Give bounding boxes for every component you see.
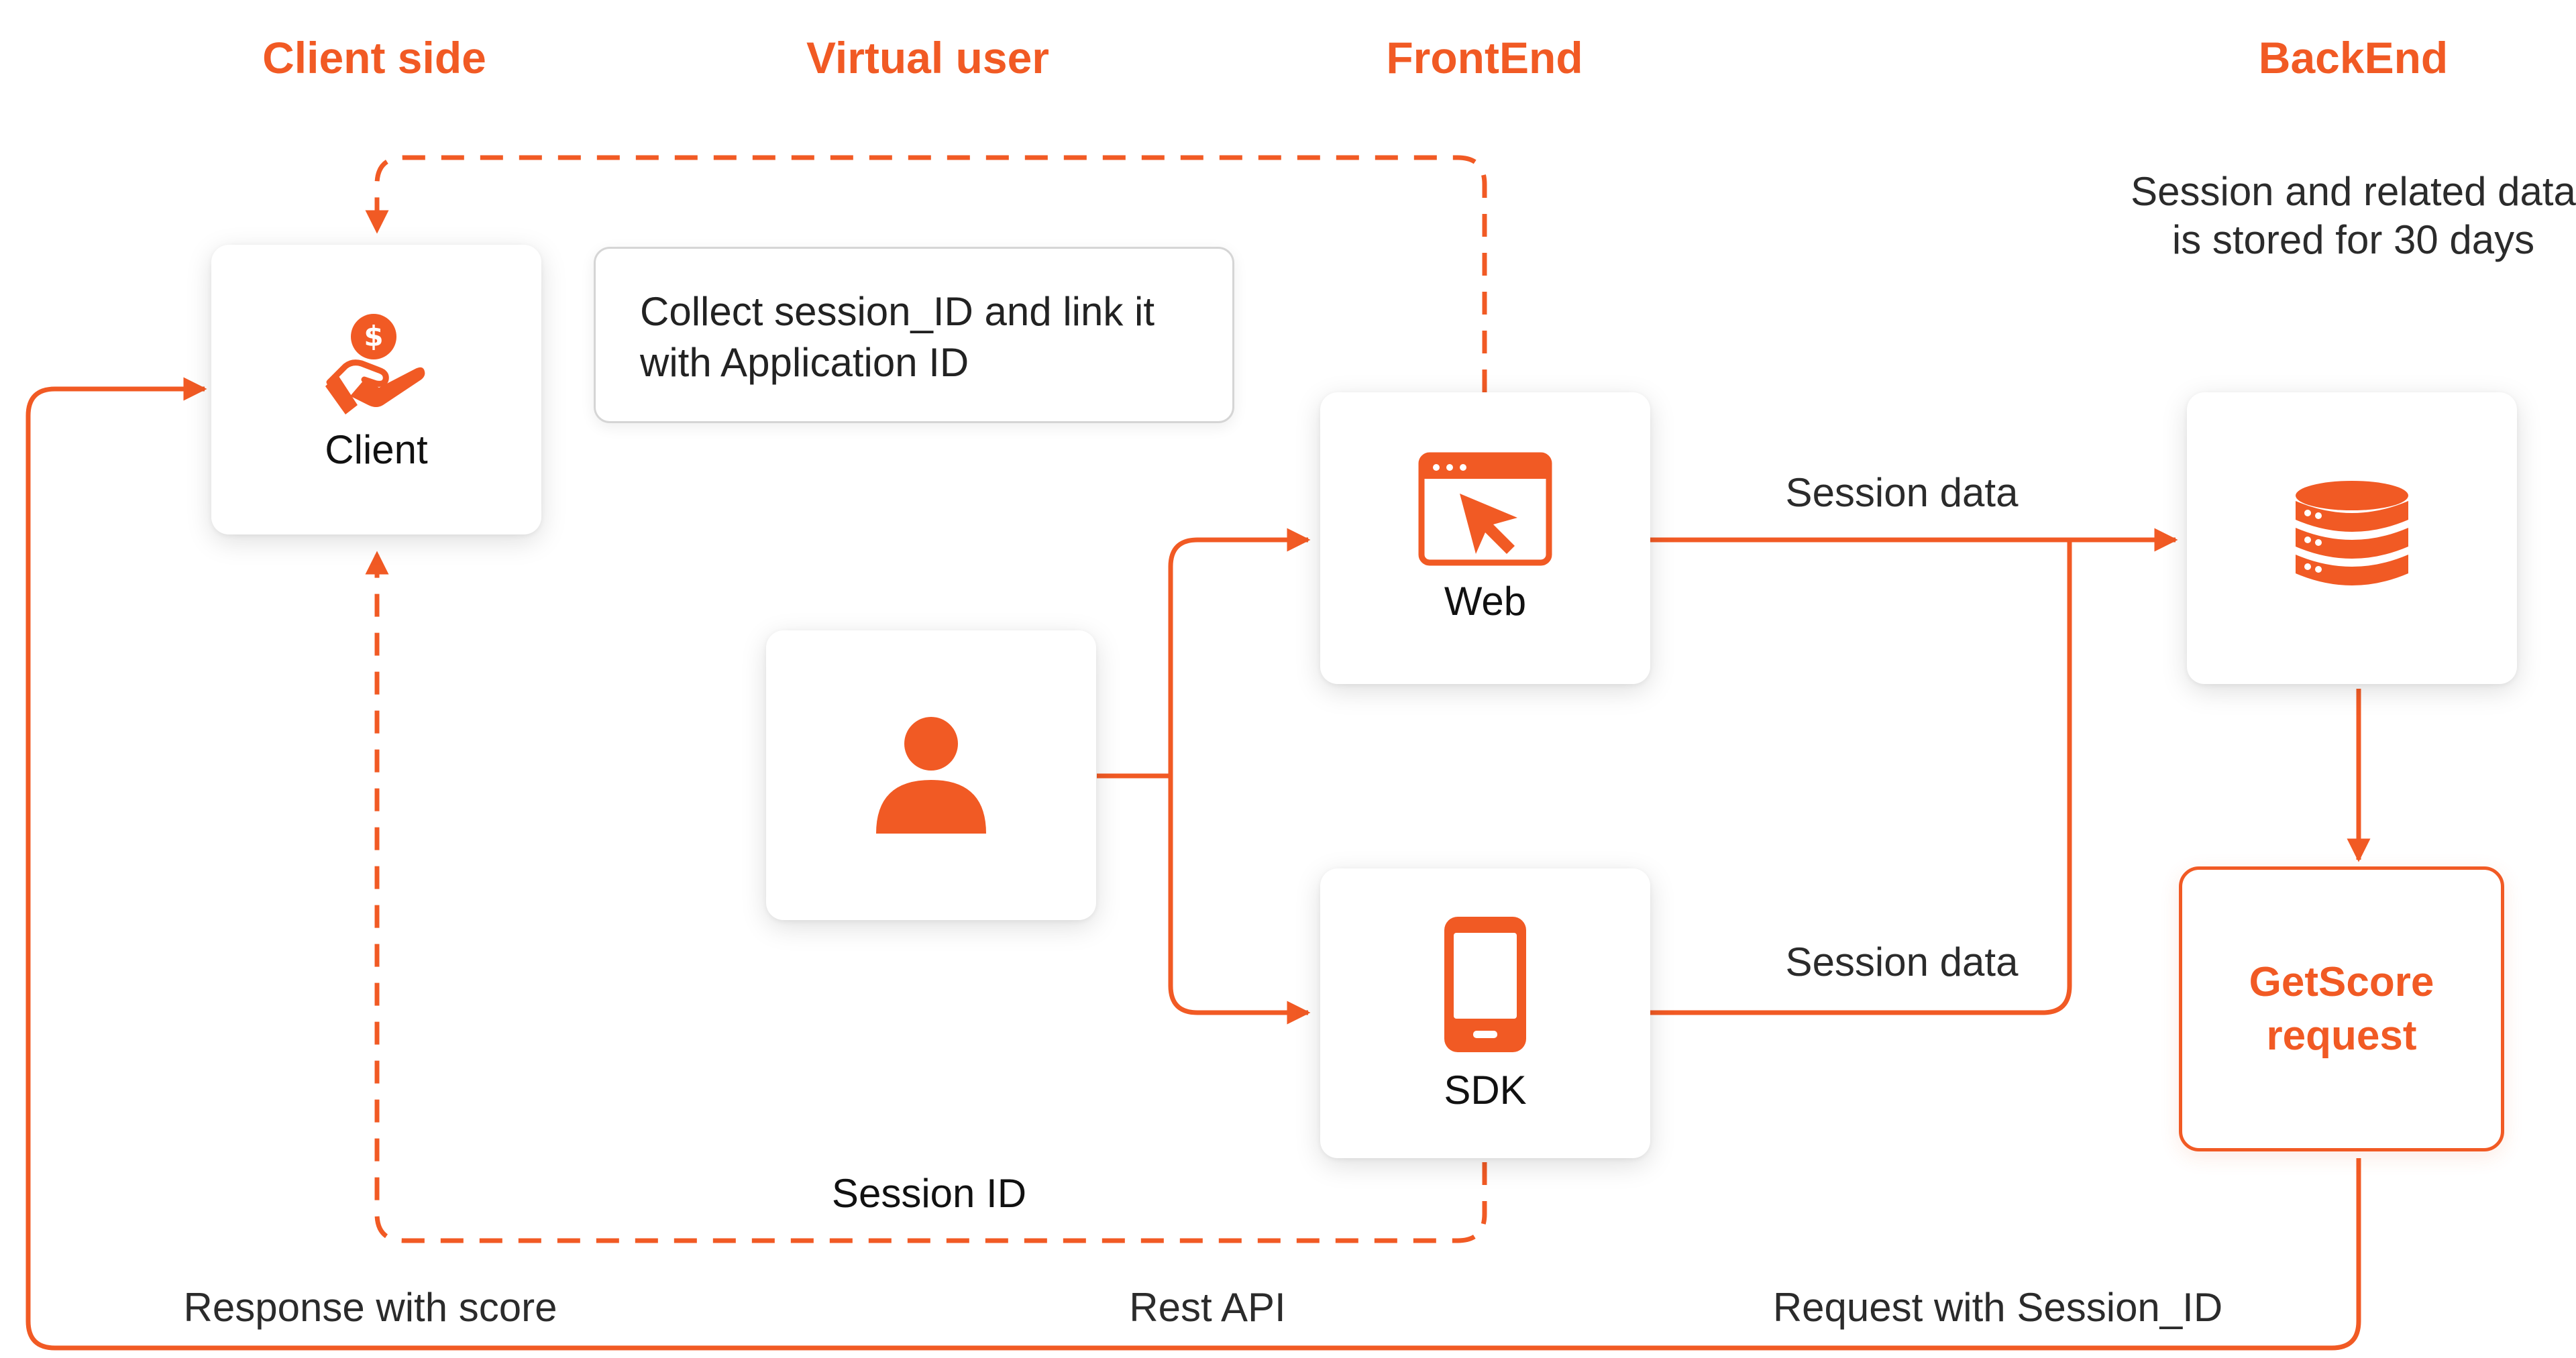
hand-coin-icon: $ <box>325 313 425 414</box>
browser-cursor-icon <box>1418 452 1552 566</box>
backend-note-line-1: Session and related data <box>2131 169 2576 214</box>
database-icon <box>2296 480 2408 585</box>
dashed-arrow-web-to-client <box>365 155 1487 392</box>
edge-label-session-id: Session ID <box>831 1171 1027 1216</box>
dashed-arrow-sdk-to-client <box>365 551 1487 1243</box>
mobile-phone-icon <box>1444 916 1526 1052</box>
arrow-user-to-sdk <box>1168 776 1311 1025</box>
backend-storage-note: Session and related data is stored for 3… <box>2131 168 2576 264</box>
backend-note-line-2: is stored for 30 days <box>2171 217 2535 262</box>
client-node[interactable]: $ Client <box>211 245 541 534</box>
getscore-line-2: request <box>2266 1012 2417 1059</box>
arrow-response-to-client <box>25 377 2361 1351</box>
getscore-line-1: GetScore <box>2249 958 2434 1005</box>
edge-label-request-with-session-id: Request with Session_ID <box>1772 1285 2223 1330</box>
web-label: Web <box>1444 579 1527 624</box>
database-node[interactable] <box>2187 392 2517 684</box>
line-sdk-to-database <box>1650 540 2072 1015</box>
edge-label-sdk-session-data: Session data <box>1785 940 2019 984</box>
client-label: Client <box>325 427 428 472</box>
sdk-label: SDK <box>1444 1067 1527 1113</box>
column-header-frontend: FrontEnd <box>1386 33 1583 82</box>
column-header-virtual-user: Virtual user <box>806 33 1049 82</box>
edge-label-web-session-data: Session data <box>1785 470 2019 515</box>
user-icon <box>876 717 986 834</box>
edge-label-response-with-score: Response with score <box>183 1285 557 1330</box>
collect-session-note: Collect session_ID and link it with Appl… <box>594 247 1234 423</box>
note-line-2: with Application ID <box>640 340 969 385</box>
sdk-node[interactable]: SDK <box>1320 868 1650 1158</box>
edge-label-rest-api: Rest API <box>1129 1285 1286 1330</box>
column-header-backend: BackEnd <box>2258 33 2449 82</box>
getscore-request-node[interactable]: GetScore request <box>2179 866 2504 1151</box>
column-header-client-side: Client side <box>262 33 486 82</box>
svg-text:$: $ <box>364 320 383 353</box>
web-node[interactable]: Web <box>1320 392 1650 684</box>
virtual-user-node[interactable] <box>766 630 1096 920</box>
note-line-1: Collect session_ID and link it <box>640 289 1155 334</box>
arrow-user-to-web <box>1097 528 1311 779</box>
